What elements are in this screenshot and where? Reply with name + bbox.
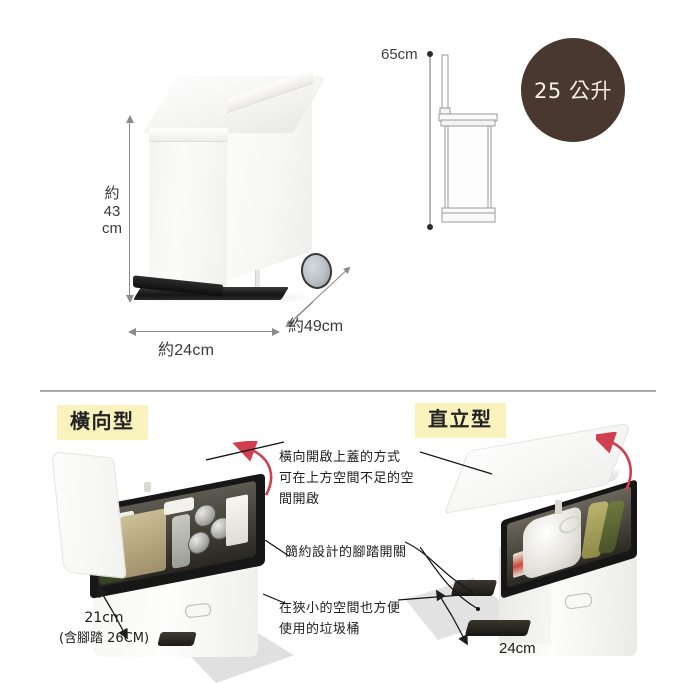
capacity-badge: 25 公升	[521, 38, 625, 142]
arrow-up-icon	[125, 115, 134, 123]
bin-lid-knob	[144, 482, 151, 492]
leader-line-lid	[205, 440, 286, 462]
capacity-badge-label: 25 公升	[534, 79, 612, 103]
depth-dimension-line	[277, 262, 357, 332]
depth-value-with-pedal: (含腳踏 26CM)	[58, 631, 150, 646]
trash-item-clear-bottle	[172, 513, 190, 569]
leader-line-compact-left	[262, 592, 289, 612]
width-dimension-label: 約24cm	[158, 342, 215, 359]
leader-line-lid-vertical	[419, 450, 494, 478]
annotation-pedal-switch: 簡約設計的腳踏開關	[285, 545, 407, 560]
product-photo-main	[133, 69, 335, 310]
open-height-dimension-label: 65cm	[381, 46, 418, 63]
depth-dimension-label-left: 21cm (含腳踏 26CM)	[44, 610, 164, 646]
bin-front-face	[149, 130, 227, 298]
dimension-rule	[129, 122, 130, 296]
type-chip-horizontal: 橫向型	[57, 405, 148, 440]
bin-lid-knob	[555, 500, 562, 514]
annotation-compact-space: 在狹小的空間也方便 使用的垃圾桶	[279, 601, 401, 638]
trash-item-paper-bag	[120, 508, 166, 580]
leader-line-pedal-right	[404, 540, 475, 604]
bin-lid-open-sideways	[51, 451, 127, 579]
bottom-section: 橫向型 直立型	[0, 392, 700, 683]
bin-lid-lip-front	[149, 128, 228, 142]
height-dimension-line	[125, 115, 134, 303]
side-elevation-line-drawing	[425, 48, 505, 233]
depth-dimension-label: 約49cm	[288, 318, 344, 335]
depth-value: 21cm	[84, 610, 124, 626]
bin-pedal-lower	[464, 620, 532, 636]
trash-item-can	[188, 529, 210, 556]
lid-direction-arrow-icon	[591, 431, 642, 494]
depth-dimension-arrow-left	[97, 586, 131, 640]
height-dimension-label: 約 43 cm	[102, 185, 122, 238]
dimension-rule	[136, 331, 272, 332]
leader-line-pedal-left	[264, 539, 291, 562]
section-divider	[40, 390, 656, 392]
leader-line-pedal-vertical	[419, 546, 482, 617]
type-chip-vertical: 直立型	[415, 403, 506, 438]
annotation-lid-opening: 橫向開啟上蓋的方式 可在上方空間不足的空 間開啟	[279, 450, 415, 508]
width-dimension-arrow-right	[432, 588, 472, 646]
width-dimension-label-right: 24cm	[499, 640, 536, 657]
lid-direction-arrow-icon	[232, 439, 278, 499]
width-dimension-line	[128, 327, 280, 336]
bin-pedal-rod	[255, 270, 260, 292]
trash-item-paper	[164, 496, 194, 516]
arrow-down-icon	[125, 295, 134, 303]
trash-item-paper	[226, 494, 248, 547]
arrow-left-icon	[128, 327, 136, 336]
top-section: 約 43 cm 約24cm 約49cm	[102, 38, 625, 359]
arrow-right-icon	[272, 327, 280, 336]
